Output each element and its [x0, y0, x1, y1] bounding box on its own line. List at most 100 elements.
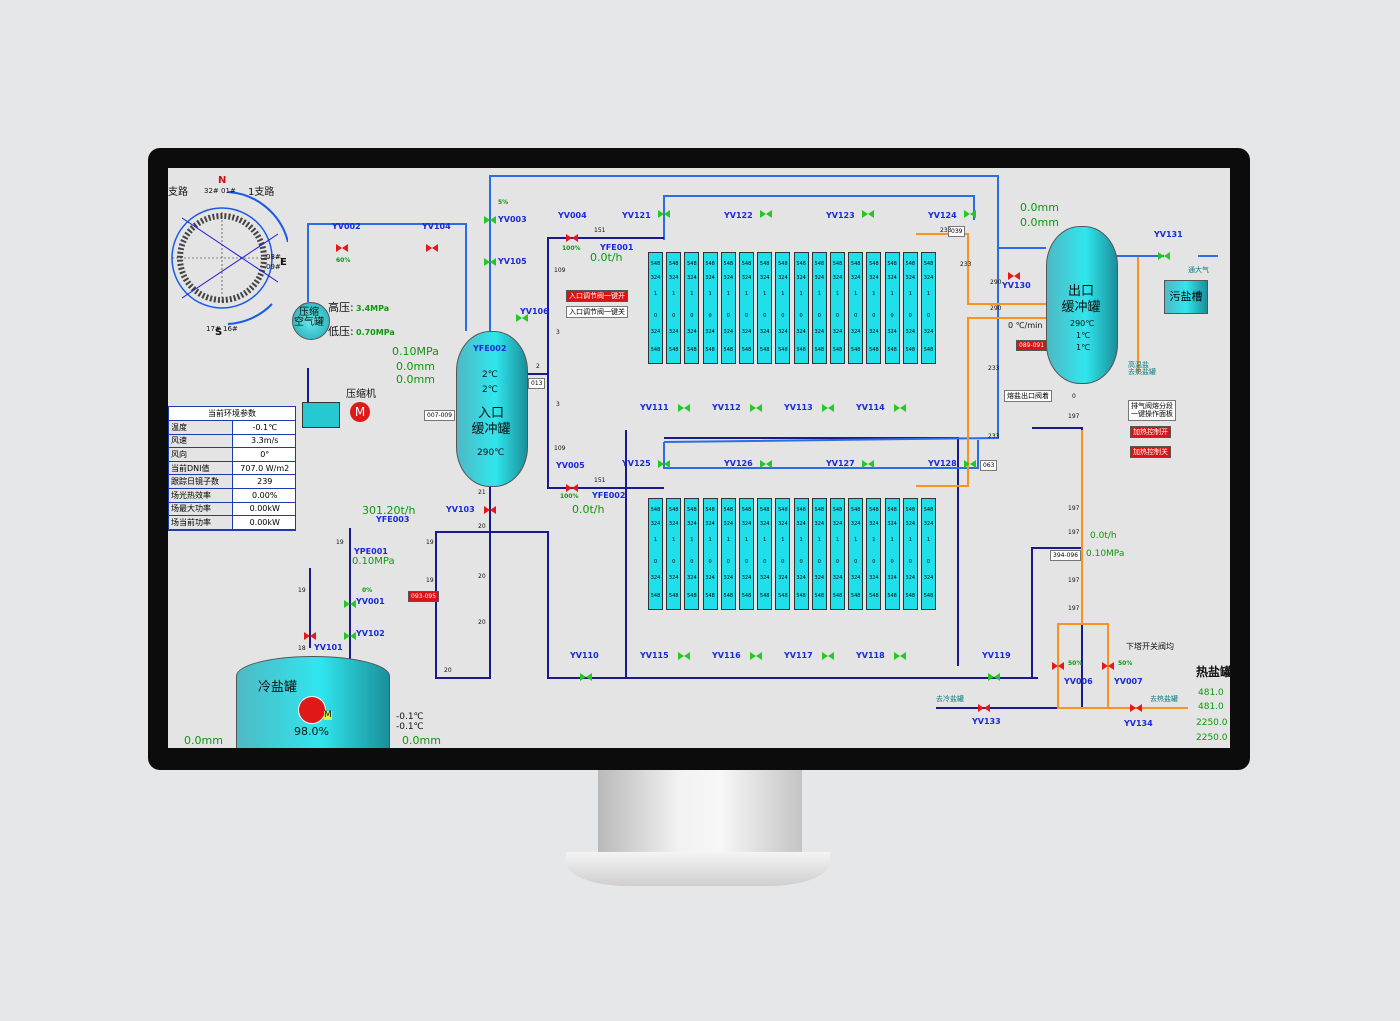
valve-icon[interactable]	[964, 460, 976, 468]
inlet-regulator-open-button[interactable]: 入口调节阀一键开	[566, 290, 628, 303]
valve-icon[interactable]	[304, 632, 316, 640]
valve-icon[interactable]	[484, 258, 496, 266]
valve-percent: 100%	[562, 245, 581, 252]
valve-icon[interactable]	[344, 600, 356, 608]
sewage-tank[interactable]: 污盐槽	[1164, 280, 1208, 314]
valve-icon[interactable]	[894, 652, 906, 660]
panel-reading: 548	[832, 593, 843, 599]
valve-icon[interactable]	[1102, 662, 1114, 670]
valve-icon[interactable]	[760, 460, 772, 468]
valve-icon[interactable]	[894, 404, 906, 412]
box-039[interactable]: 039	[948, 226, 966, 238]
valve-icon[interactable]	[822, 652, 834, 660]
valve-icon[interactable]	[1052, 662, 1064, 670]
valve-icon[interactable]	[978, 704, 990, 712]
valve-icon[interactable]	[1008, 272, 1020, 280]
valve-icon[interactable]	[1158, 252, 1170, 260]
valve-icon[interactable]	[964, 210, 976, 218]
tag-093-095[interactable]: 093-095	[408, 591, 440, 603]
air-tank[interactable]	[292, 302, 330, 340]
yfe002-label: YFE002	[473, 344, 507, 353]
line-label: 20	[478, 619, 486, 626]
compressor[interactable]	[302, 402, 340, 428]
valve-icon[interactable]	[566, 484, 578, 492]
salt-outlet-valve-box[interactable]: 熔盐出口阀着	[1004, 390, 1052, 403]
valve-icon[interactable]	[1130, 704, 1142, 712]
valve-icon[interactable]	[862, 460, 874, 468]
valve-icon[interactable]	[822, 404, 834, 412]
valve-icon[interactable]	[516, 314, 528, 322]
panel-reading: 1	[653, 291, 658, 297]
box-394-096[interactable]: 394-096	[1050, 550, 1082, 562]
valve-icon[interactable]	[566, 234, 578, 242]
panel-reading: 324	[796, 275, 806, 281]
right-mirror-label-2: 09#	[266, 263, 281, 271]
valve-icon[interactable]	[862, 210, 874, 218]
valve-icon[interactable]	[750, 404, 762, 412]
valve-icon[interactable]	[658, 460, 670, 468]
box-063[interactable]: 063	[980, 460, 998, 472]
valve-icon[interactable]	[760, 210, 772, 218]
panel-reading: 0	[672, 313, 676, 319]
valve-icon[interactable]	[750, 652, 762, 660]
valve-icon[interactable]	[580, 673, 592, 681]
heat-on-button[interactable]: 加热控制开	[1130, 426, 1171, 439]
outlet-alarm-tag[interactable]: 089-091	[1016, 340, 1048, 352]
motor-icon[interactable]: M	[350, 402, 370, 422]
valve-icon[interactable]	[336, 244, 348, 252]
exhaust-panel-button[interactable]: 排气阀熔分段 一键操作面板	[1128, 400, 1176, 421]
valve-icon[interactable]	[678, 404, 690, 412]
heat-off-button[interactable]: 加热控制关	[1130, 446, 1171, 459]
cold-tank-pump[interactable]	[298, 696, 326, 724]
outlet-buffer-tank[interactable]	[1046, 226, 1118, 384]
heliostat-field-map[interactable]: N S E 支路 1支路 32# 01# 08# 09# 17# 16#	[168, 176, 289, 352]
valve-icon[interactable]	[988, 673, 1000, 681]
outlet-temp-3: 1℃	[1076, 343, 1091, 352]
inlet-buffer-tank[interactable]	[456, 331, 528, 487]
valve-icon[interactable]	[678, 652, 690, 660]
valve-icon[interactable]	[344, 632, 356, 640]
valve-icon[interactable]	[658, 210, 670, 218]
valve-icon[interactable]	[484, 216, 496, 224]
valve-icon[interactable]	[484, 506, 496, 514]
inlet-regulator-close-button[interactable]: 入口调节阀一键关	[566, 306, 628, 319]
valve-percent: 0%	[362, 587, 373, 594]
inlet-range-box[interactable]: 007-009	[424, 410, 456, 422]
valve-icon[interactable]	[426, 244, 438, 252]
panel-reading: 548	[850, 261, 861, 267]
tag-013[interactable]: 013	[528, 378, 546, 390]
